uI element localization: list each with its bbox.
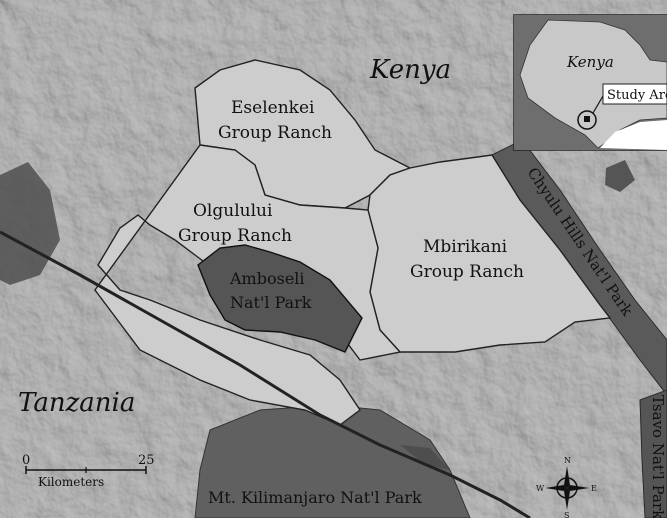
tsavo-park	[639, 389, 667, 518]
label-mbirikani-1: Mbirikani	[423, 237, 508, 257]
compass-icon: N S E W	[536, 456, 597, 518]
label-eselenkei-2: Group Ranch	[218, 123, 332, 143]
label-tsavo: Tsavo Nat'l Park	[649, 395, 667, 518]
amboseli-park	[197, 244, 363, 353]
compass-n: N	[564, 456, 571, 465]
inset-kenya-label: Kenya	[566, 53, 614, 71]
label-amboseli-2: Nat'l Park	[230, 293, 312, 312]
label-eselenkei-1: Eselenkei	[231, 98, 315, 118]
compass-w: W	[536, 484, 545, 493]
inset-study-label: Study Area	[607, 88, 667, 103]
border-line	[0, 230, 531, 518]
scale-end: 25	[138, 453, 155, 468]
inset-study-box	[602, 83, 667, 105]
label-amboseli-1: Amboseli	[229, 269, 305, 288]
compass-s: S	[564, 511, 569, 518]
inset-study-marker	[584, 116, 590, 122]
scale-unit: Kilometers	[38, 475, 104, 489]
dark-hill-west	[0, 162, 60, 285]
dark-patch-east	[605, 160, 635, 192]
inset-study-circle	[577, 110, 597, 130]
label-tanzania: Tanzania	[18, 388, 135, 418]
inset-ocean	[600, 120, 667, 150]
label-kilimanjaro: Mt. Kilimanjaro Nat'l Park	[208, 488, 422, 507]
scale-start: 0	[22, 453, 30, 468]
compass-e: E	[591, 484, 597, 493]
kilimanjaro-extension	[400, 445, 450, 470]
label-olgulului-1: Olgulului	[193, 201, 273, 221]
scale-bar: 0 25 Kilometers	[22, 453, 155, 489]
label-kenya: Kenya	[369, 55, 451, 85]
inset-map: Kenya Study Area	[513, 14, 667, 151]
label-mbirikani-2: Group Ranch	[410, 262, 524, 282]
label-olgulului-2: Group Ranch	[178, 226, 292, 246]
inset-pointer	[592, 95, 604, 114]
